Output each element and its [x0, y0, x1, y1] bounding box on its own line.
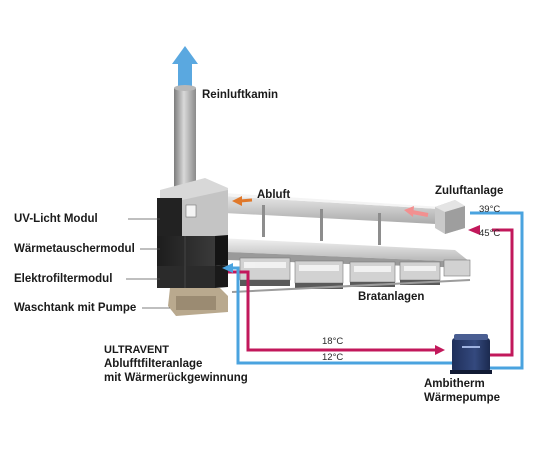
ultravent-unit: [157, 178, 228, 316]
cold-arrow-to-unit: [222, 263, 233, 273]
temp-45: 45°C: [479, 228, 501, 239]
heat-pump: [450, 334, 492, 374]
chimney: [174, 85, 196, 188]
label-uv-licht-modul: UV-Licht Modul: [14, 213, 98, 225]
clean-air-arrow: [172, 46, 198, 90]
hot-arrow-to-pump: [435, 345, 445, 355]
label-reinluftkamin: Reinluftkamin: [202, 89, 279, 101]
label-waermetauschermodul: Wärmetauschermodul: [14, 243, 135, 255]
temp-12: 12°C: [322, 352, 344, 363]
label-elektrofiltermodul: Elektrofiltermodul: [14, 273, 113, 285]
label-waermepumpe: Wärmepumpe: [424, 392, 501, 404]
label-zuluftanlage: Zuluftanlage: [435, 185, 504, 197]
label-ultravent-line2: mit Wärmerückgewinnung: [104, 372, 248, 384]
leader-lines: [126, 218, 170, 309]
label-waschtank: Waschtank mit Pumpe: [14, 302, 137, 314]
supply-air-unit: [435, 200, 465, 234]
exhaust-flow-arrow: [232, 196, 253, 206]
label-ambitherm: Ambitherm: [424, 378, 485, 390]
hot-arrow-to-supply: [468, 225, 480, 235]
supply-air-arrow: [404, 206, 429, 217]
label-ultravent-title: ULTRAVENT: [104, 344, 169, 356]
temp-18: 18°C: [322, 336, 344, 347]
temp-39: 39°C: [479, 204, 501, 215]
label-ultravent-line1: Ablufftfilteranlage: [104, 358, 203, 370]
label-abluft: Abluft: [257, 189, 291, 201]
exhaust-duct: [205, 192, 458, 245]
frying-lines: [218, 238, 471, 293]
label-bratanlagen: Bratanlagen: [358, 291, 425, 303]
